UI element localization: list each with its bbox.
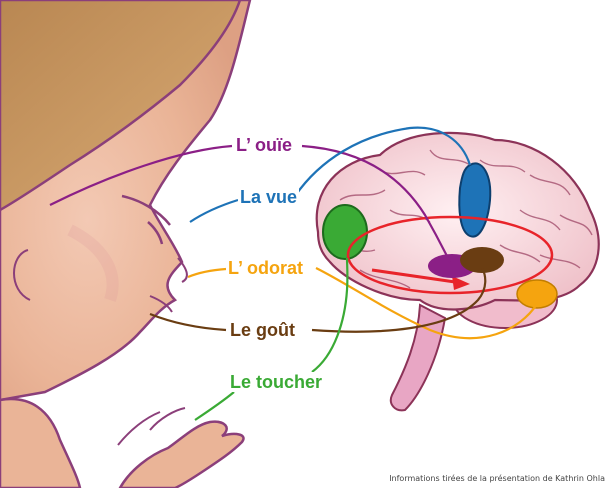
hand-shape bbox=[120, 422, 244, 488]
credit-text: Informations tirées de la présentation d… bbox=[389, 474, 605, 483]
hand-finger-2 bbox=[118, 412, 160, 445]
sight-line bbox=[190, 200, 238, 222]
taste-label: Le goût bbox=[228, 320, 297, 340]
touch-line bbox=[195, 392, 234, 420]
shoulder bbox=[0, 399, 80, 488]
hand bbox=[118, 408, 244, 488]
smell-region bbox=[517, 280, 557, 308]
sight-label: La vue bbox=[238, 187, 299, 207]
hearing-label: L’ ouïe bbox=[234, 135, 294, 155]
brain bbox=[317, 133, 599, 410]
woman-face bbox=[0, 0, 250, 488]
hand-finger-1 bbox=[150, 408, 185, 430]
touch-region bbox=[323, 205, 367, 259]
touch-label: Le toucher bbox=[228, 372, 324, 392]
smell-label: L’ odorat bbox=[226, 258, 305, 278]
smell-line bbox=[188, 269, 226, 277]
taste-line bbox=[150, 314, 226, 330]
brainstem bbox=[391, 305, 445, 410]
